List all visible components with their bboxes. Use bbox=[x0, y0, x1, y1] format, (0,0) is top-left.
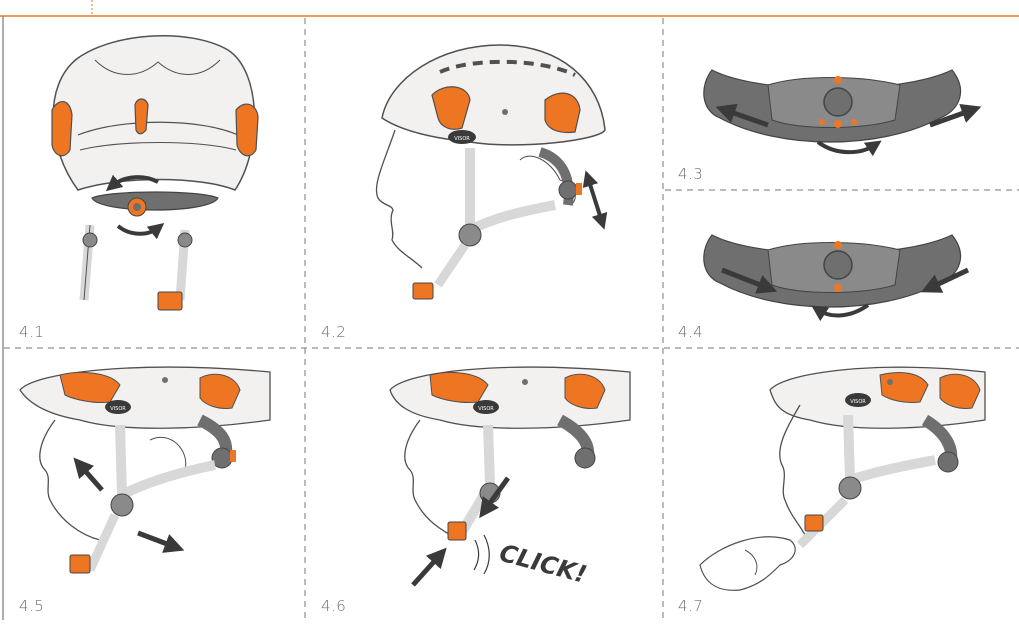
panel-label-4-6: 4.6 bbox=[321, 597, 346, 615]
panel-label-4-3: 4.3 bbox=[678, 165, 703, 183]
panel-label-4-5: 4.5 bbox=[19, 597, 44, 615]
pad-center bbox=[135, 99, 148, 134]
hand bbox=[700, 537, 795, 591]
panel-label-4-4: 4.4 bbox=[678, 323, 703, 341]
panel-label-4-2: 4.2 bbox=[321, 323, 346, 341]
click-text: CLICK! bbox=[496, 539, 589, 589]
panel-4-4-illustration bbox=[704, 235, 968, 315]
panel-4-5-illustration: VISOR bbox=[20, 367, 270, 573]
visor-label: VISOR bbox=[110, 406, 126, 412]
head-profile bbox=[376, 130, 422, 268]
helmet-shell bbox=[53, 36, 254, 190]
panel-4-2-illustration: VISOR bbox=[376, 45, 605, 299]
panel-4-1-illustration bbox=[52, 36, 258, 310]
panel-4-6-illustration: VISOR CLICK! bbox=[390, 367, 630, 589]
pad-left bbox=[52, 102, 72, 156]
visor-label: VISOR bbox=[850, 399, 866, 405]
visor-label: VISOR bbox=[478, 406, 494, 412]
panel-label-4-1: 4.1 bbox=[19, 323, 44, 341]
pad-right bbox=[236, 104, 258, 156]
panel-label-4-7: 4.7 bbox=[678, 597, 703, 615]
panel-4-3-illustration bbox=[704, 70, 972, 152]
pad-rear bbox=[545, 93, 580, 132]
visor-label: VISOR bbox=[454, 136, 470, 142]
panel-4-7-illustration: VISOR bbox=[700, 367, 985, 590]
